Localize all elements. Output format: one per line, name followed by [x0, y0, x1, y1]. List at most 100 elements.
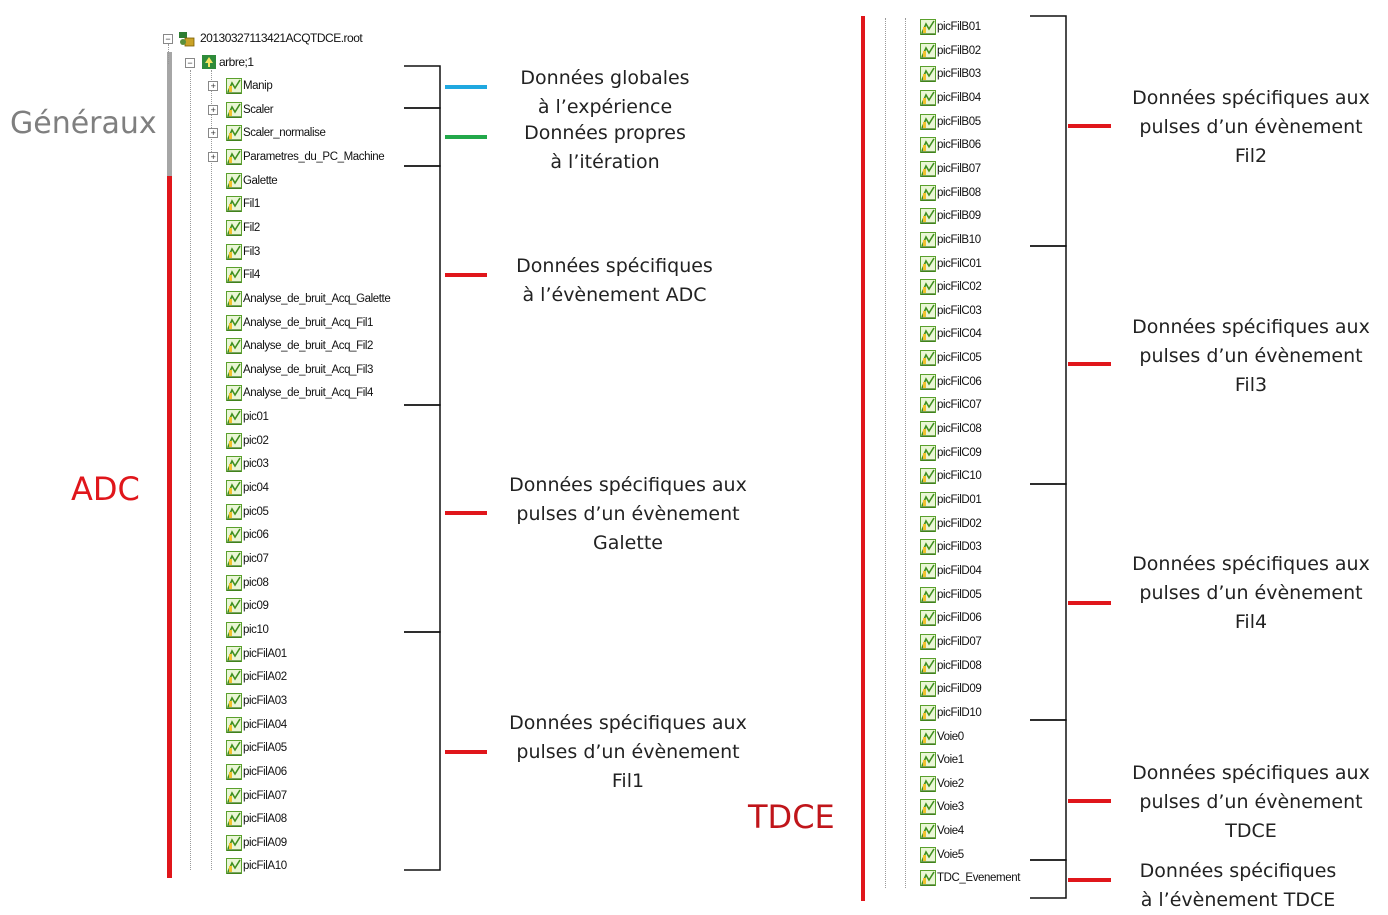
tree-item[interactable]: picFilA04 [226, 716, 287, 734]
tree-item[interactable]: picFilB07 [920, 160, 981, 178]
tree-item[interactable]: picFilD01 [920, 491, 982, 509]
tree-item[interactable]: Voie0 [920, 728, 964, 746]
tree-item[interactable]: picFilD06 [920, 609, 982, 627]
tree-item-label: Fil2 [243, 221, 260, 234]
tree-leaf-icon [226, 148, 242, 165]
tree-item[interactable]: Voie2 [920, 775, 964, 793]
tree-item-label: Analyse_de_bruit_Acq_Fil4 [243, 387, 374, 400]
tree-item[interactable]: picFilC01 [920, 255, 982, 273]
tree-leaf-icon [226, 125, 242, 142]
tree-item[interactable]: picFilA08 [226, 810, 287, 828]
tree-leaf-icon [920, 539, 936, 556]
tree-item[interactable]: Fil4 [226, 266, 260, 284]
tree-item[interactable]: Galette [226, 172, 278, 190]
tree-leaf-icon [920, 113, 936, 130]
annotation-fil4: Données spécifiques aux pulses d’un évèn… [1120, 550, 1382, 637]
expand-plus-icon[interactable]: + [208, 128, 218, 139]
arbre-label[interactable]: arbre;1 [219, 55, 254, 69]
annotation-line: pulses d’un évènement [1139, 345, 1363, 367]
tree-item[interactable]: picFilC07 [920, 396, 982, 414]
bracket-tdce [1030, 719, 1067, 861]
tree-item[interactable]: Voie1 [920, 751, 964, 769]
collapse-arbre-icon[interactable]: − [185, 58, 195, 68]
tree-item[interactable]: picFilB05 [920, 113, 981, 131]
tree-item[interactable]: picFilB04 [920, 89, 981, 107]
tree-item[interactable]: picFilD03 [920, 538, 982, 556]
tree-item[interactable]: Analyse_de_bruit_Acq_Fil4 [226, 384, 373, 402]
tree-item[interactable]: pic02 [226, 432, 269, 450]
tree-item[interactable]: picFilA10 [226, 857, 287, 875]
tree-item[interactable]: picFilB10 [920, 231, 981, 249]
tree-item[interactable]: picFilD04 [920, 562, 982, 580]
annotation-line: Données spécifiques aux [509, 474, 747, 496]
tree-item[interactable]: picFilA05 [226, 739, 287, 757]
tree-item[interactable]: picFilC05 [920, 349, 982, 367]
tree-item[interactable]: picFilB06 [920, 136, 981, 154]
tree-leaf-icon [920, 373, 936, 390]
tree-item[interactable]: picFilD05 [920, 586, 982, 604]
tree-item[interactable]: TDC_Evenement [920, 869, 1020, 887]
tree-item[interactable]: picFilB03 [920, 65, 981, 83]
tree-item[interactable]: picFilC09 [920, 444, 982, 462]
tree-item[interactable]: picFilC10 [920, 467, 982, 485]
tree-item[interactable]: pic07 [226, 550, 269, 568]
tree-item[interactable]: picFilD08 [920, 657, 982, 675]
tree-item[interactable]: picFilD02 [920, 515, 982, 533]
tree-item[interactable]: picFilD09 [920, 680, 982, 698]
tree-item[interactable]: Analyse_de_bruit_Acq_Fil3 [226, 361, 373, 379]
tree-item[interactable]: picFilA02 [226, 668, 287, 686]
tree-item[interactable]: Voie3 [920, 798, 964, 816]
tree-item[interactable]: +Scaler [208, 101, 274, 119]
tree-item[interactable]: pic04 [226, 479, 269, 497]
tree-item[interactable]: picFilC02 [920, 278, 982, 296]
tree-item[interactable]: picFilC08 [920, 420, 982, 438]
tree-item-label: picFilB09 [937, 210, 981, 223]
annotation-tdce-event: Données spécifiques à l’évènement TDCE [1118, 857, 1358, 915]
tree-item[interactable]: picFilA03 [226, 692, 287, 710]
tree-item[interactable]: picFilD07 [920, 633, 982, 651]
tree-item[interactable]: pic10 [226, 621, 269, 639]
tree-item[interactable]: picFilD10 [920, 704, 982, 722]
tree-leaf-icon [920, 657, 936, 674]
label-generaux: Généraux [10, 106, 157, 141]
tree-item[interactable]: Fil2 [226, 219, 260, 237]
tree-item[interactable]: pic03 [226, 455, 269, 473]
tree-item[interactable]: Analyse_de_bruit_Acq_Galette [226, 290, 391, 308]
tree-item[interactable]: Analyse_de_bruit_Acq_Fil2 [226, 337, 373, 355]
tree-item[interactable]: +Parametres_du_PC_Machine [208, 148, 385, 166]
annotation-line: Données spécifiques [516, 255, 713, 277]
tree-item-label: Voie3 [937, 801, 964, 814]
tree-item-label: picFilD05 [937, 588, 982, 601]
expand-plus-icon[interactable]: + [208, 104, 218, 115]
tree-item[interactable]: pic05 [226, 503, 269, 521]
collapse-root-icon[interactable]: − [163, 34, 173, 44]
tree-item[interactable]: picFilB01 [920, 18, 981, 36]
tree-leaf-icon [920, 610, 936, 627]
tree-item[interactable]: picFilA09 [226, 834, 287, 852]
tree-item[interactable]: picFilB02 [920, 42, 981, 60]
tree-item[interactable]: picFilC03 [920, 302, 982, 320]
expand-plus-icon[interactable]: + [208, 151, 218, 162]
tree-item[interactable]: picFilA07 [226, 787, 287, 805]
tree-item[interactable]: picFilB08 [920, 184, 981, 202]
tree-item[interactable]: pic01 [226, 408, 269, 426]
tree-leaf-icon [920, 492, 936, 508]
tree-item[interactable]: Fil3 [226, 243, 260, 261]
tree-item[interactable]: Fil1 [226, 195, 260, 213]
tree-item[interactable]: picFilA06 [226, 763, 287, 781]
tree-item[interactable]: +Scaler_normalise [208, 124, 326, 142]
tree-item[interactable]: pic09 [226, 597, 269, 615]
tree-item[interactable]: picFilB09 [920, 207, 981, 225]
tree-item[interactable]: +Manip [208, 77, 273, 95]
root-file-label[interactable]: 20130327113421ACQTDCE.root [200, 31, 363, 45]
tree-item[interactable]: Voie4 [920, 822, 964, 840]
expand-plus-icon[interactable]: + [208, 81, 218, 91]
tree-item[interactable]: picFilC04 [920, 325, 982, 343]
tree-item[interactable]: Voie5 [920, 846, 964, 864]
tree-item[interactable]: picFilC06 [920, 373, 982, 391]
tree-item[interactable]: picFilA01 [226, 645, 287, 663]
tree-item[interactable]: pic08 [226, 574, 269, 592]
tree-item[interactable]: pic06 [226, 526, 269, 544]
tree-item-label: picFilB07 [937, 162, 981, 175]
tree-item[interactable]: Analyse_de_bruit_Acq_Fil1 [226, 314, 373, 332]
